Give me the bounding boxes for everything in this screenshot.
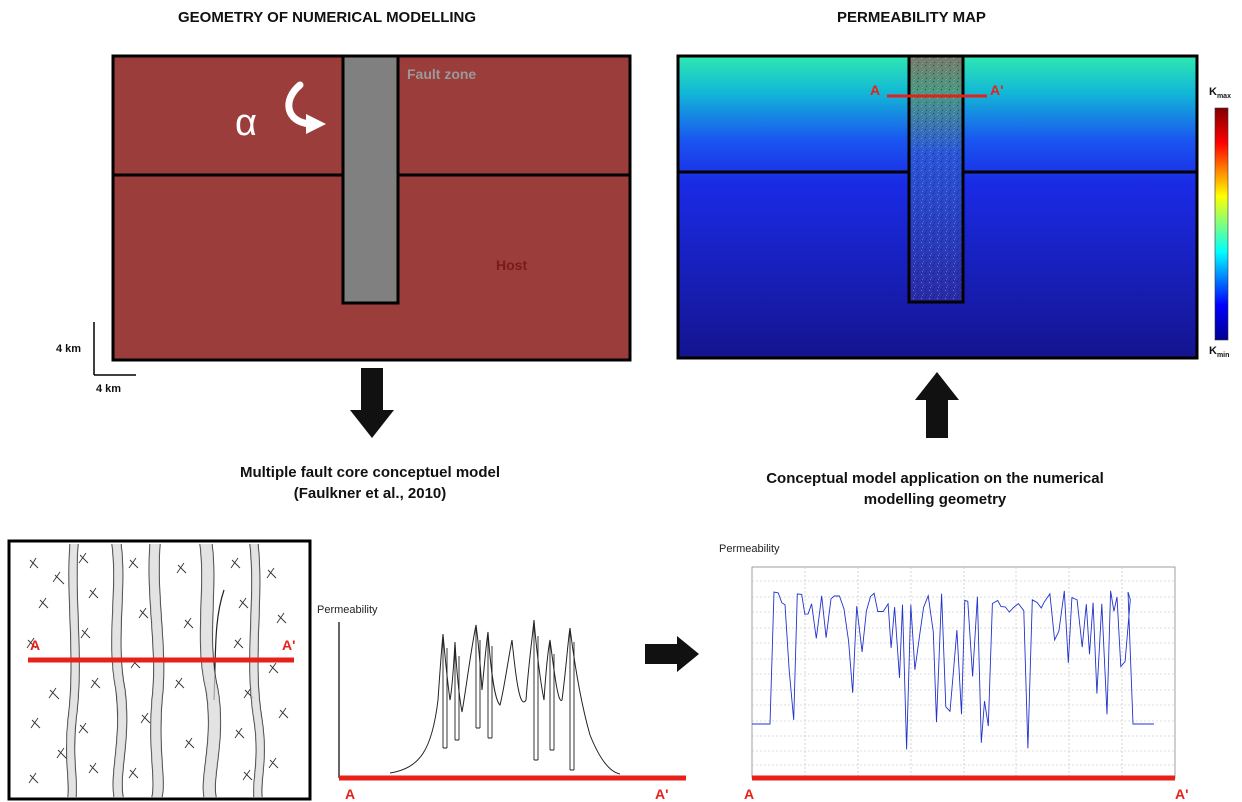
conceptual-title: Multiple fault core conceptuel model (Fa… — [239, 464, 501, 502]
sketch-section-start: A — [30, 637, 41, 653]
conceptual-ylabel: Permeability — [317, 604, 378, 616]
map-section-start: A — [870, 82, 881, 98]
application-axis-start: A — [744, 786, 755, 802]
conceptual-axis-start: A — [345, 786, 356, 802]
colorbar — [1214, 107, 1229, 341]
sketch-section-end: A' — [282, 637, 296, 653]
right-arrow — [645, 636, 699, 672]
fault-zone-rectangle — [341, 54, 400, 305]
application-curve — [752, 590, 1154, 750]
map-section-end: A' — [990, 82, 1004, 98]
rotation-arrow-icon — [285, 81, 314, 128]
colorbar-max-label: Kmax — [1209, 86, 1231, 101]
fault-core-sketch — [7, 539, 312, 801]
up-arrow-icon — [915, 372, 959, 400]
up-arrow-shaft — [926, 398, 948, 438]
fault-zone-label: Fault zone — [407, 66, 477, 82]
map-fault-noise — [910, 57, 962, 301]
permeability-map-panel — [676, 54, 1229, 438]
profile-curve — [389, 619, 621, 775]
scale-vertical-label: 4 km — [56, 343, 82, 355]
rotation-arrowhead-icon — [306, 114, 326, 134]
conceptual-axis-end: A' — [655, 786, 669, 802]
colorbar-min-label: Kmin — [1209, 345, 1230, 360]
host-label: Host — [496, 257, 528, 273]
application-ylabel: Permeability — [719, 543, 780, 555]
application-axis-end: A' — [1175, 786, 1189, 802]
scale-horizontal-label: 4 km — [96, 383, 122, 395]
application-title: Conceptual model application on the nume… — [766, 470, 1104, 508]
down-arrow-shaft — [361, 368, 383, 413]
geometry-title: GEOMETRY OF NUMERICAL MODELLING — [178, 9, 477, 26]
geometry-panel — [93, 54, 632, 438]
permeability-map-title: PERMEABILITY MAP — [837, 9, 986, 26]
application-profile — [751, 566, 1176, 781]
conceptual-profile — [338, 619, 686, 781]
right-arrow-icon — [677, 636, 699, 672]
down-arrow-icon — [350, 410, 394, 438]
alpha-symbol: α — [235, 102, 257, 144]
